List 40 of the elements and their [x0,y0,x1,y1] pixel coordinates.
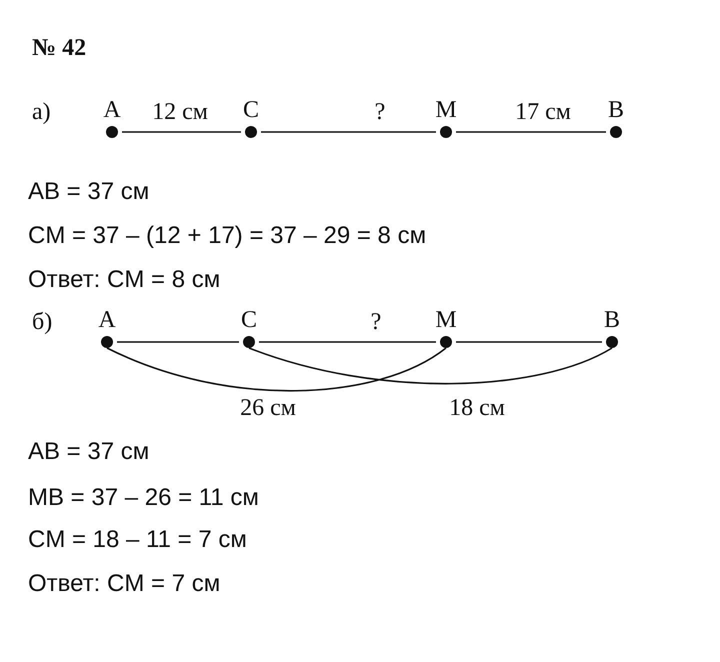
part-label: а) [32,100,51,124]
segment-line [259,341,436,343]
point-label: B [608,98,624,122]
equation: CM = 18 – 11 = 7 см [28,528,247,552]
edge-label: 18 см [449,396,505,420]
point-label: M [435,98,457,122]
point [241,98,261,138]
point-label: M [435,308,457,332]
equation: AB = 37 см [28,180,150,204]
point-label: B [604,308,620,332]
arc [248,347,612,384]
answer: Ответ: CM = 8 см [28,268,220,292]
segment-line [261,131,436,133]
problem-number: № 42 [32,36,86,60]
edge-label: 12 см [152,100,208,124]
edge-label: ? [370,310,382,334]
segment-line [117,341,239,343]
point-label: C [241,308,257,332]
part-label: б) [32,310,52,334]
point-label: A [98,308,116,332]
point-label: C [243,98,259,122]
point [436,98,456,138]
segment-line [456,341,602,343]
edge-label: ? [374,100,386,124]
segment-line [456,131,606,133]
arc [106,347,446,392]
answer: Ответ: CM = 7 см [28,572,220,596]
point [606,98,626,138]
equation: AB = 37 см [28,440,150,464]
point [602,308,622,348]
point [239,308,259,348]
equation: MB = 37 – 26 = 11 см [28,486,259,510]
point [436,308,456,348]
edge-label: 26 см [240,396,296,420]
segment-line [122,131,241,133]
equation: CM = 37 – (12 + 17) = 37 – 29 = 8 см [28,224,426,248]
edge-label: 17 см [515,100,571,124]
point-label: A [103,98,121,122]
point [97,308,117,348]
point [102,98,122,138]
